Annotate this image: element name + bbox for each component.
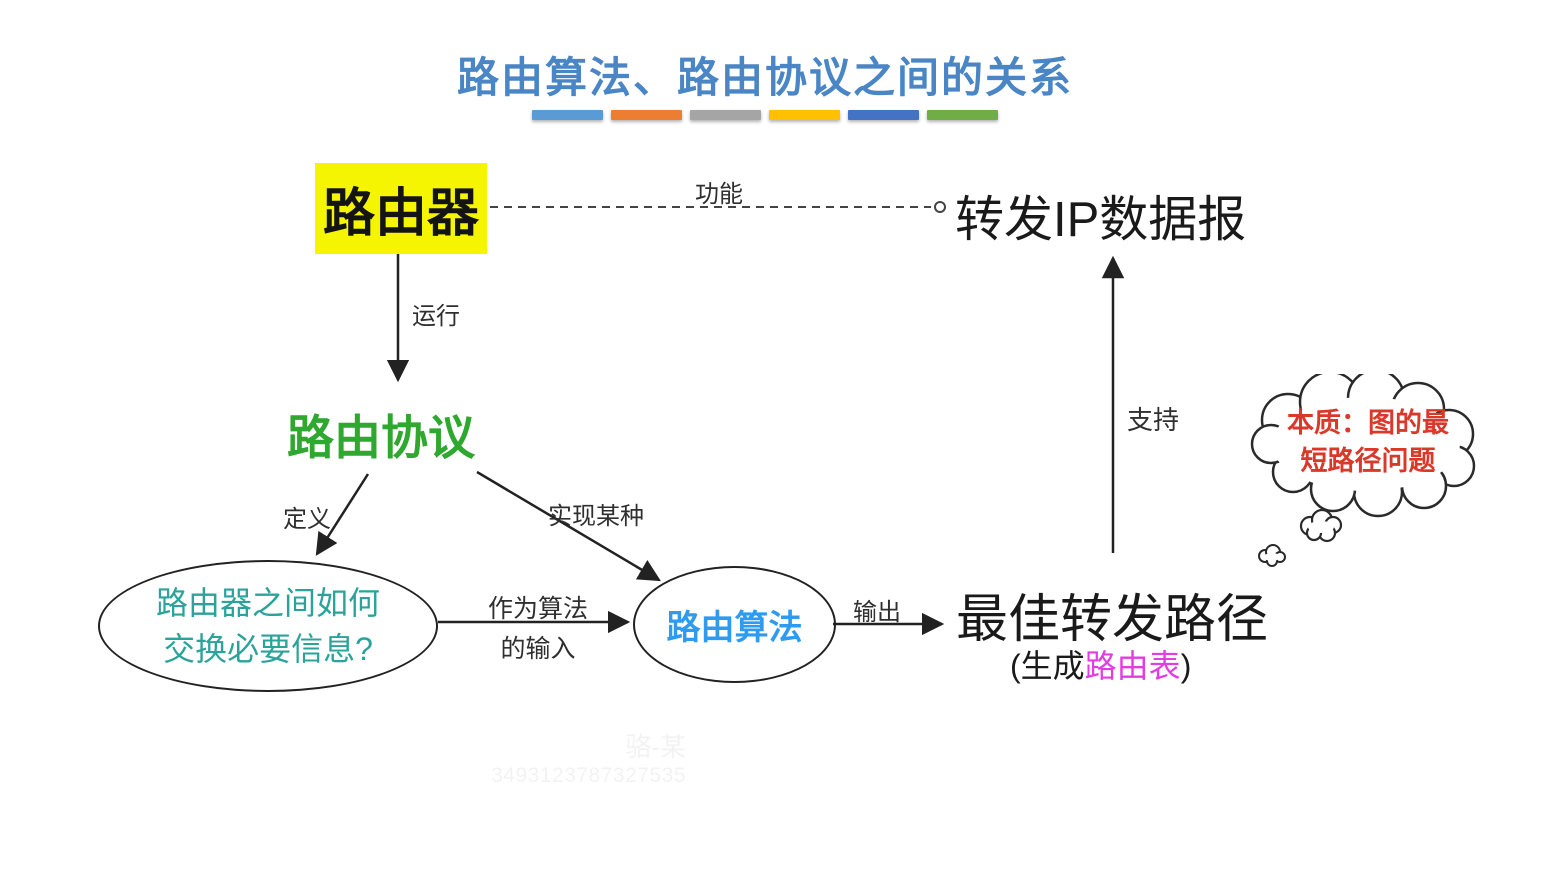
edge-function-label: 功能: [695, 181, 743, 208]
edge-run-label: 运行: [412, 303, 460, 330]
watermark: 骆-某 3493123787327535: [440, 732, 686, 788]
watermark-number: 3493123787327535: [491, 764, 686, 788]
best-path-node: 最佳转发路径: [956, 591, 1269, 649]
router-label: 路由器: [322, 185, 479, 243]
edge-implement-label: 实现某种: [548, 503, 644, 530]
edge-implement-arrow: [476, 470, 661, 582]
best-path-subtitle-suffix: ): [1180, 648, 1192, 684]
question-ellipse: 路由器之间如何 交换必要信息?: [98, 560, 438, 692]
routing-table-label: 路由表: [1084, 648, 1181, 684]
theme-bar-6: [927, 110, 998, 120]
routing-protocol-node: 路由协议: [287, 411, 475, 464]
watermark-name: 骆-某: [625, 732, 686, 762]
thought-cloud-line1: 本质：图的最: [1287, 408, 1449, 438]
edge-input-label: 作为算法 的输入: [468, 589, 608, 663]
theme-bar-3: [690, 110, 761, 120]
question-line-2: 交换必要信息?: [163, 631, 373, 667]
edge-input-label-line2: 的输入: [500, 635, 576, 663]
question-line-1: 路由器之间如何: [155, 585, 380, 621]
thought-cloud: [1250, 374, 1476, 567]
best-path-subtitle: (生成路由表): [1010, 641, 1191, 687]
theme-bar-2: [611, 110, 682, 120]
edge-output-label: 输出: [853, 599, 901, 626]
edge-function-end-dot: [934, 201, 946, 213]
best-path-subtitle-prefix: (生成: [1010, 648, 1085, 684]
thought-cloud-line2: 短路径问题: [1300, 446, 1436, 476]
edge-define-label: 定义: [283, 506, 331, 533]
edge-define-arrow: [315, 473, 370, 556]
edge-support-label: 支持: [1127, 405, 1180, 435]
theme-bar-5: [848, 110, 919, 120]
forward-ip-node: 转发IP数据报: [955, 193, 1247, 247]
routing-algorithm-ellipse: 路由算法: [633, 566, 836, 683]
edge-input-label-line1: 作为算法: [487, 595, 588, 623]
theme-bar-1: [532, 110, 603, 120]
theme-bars: [532, 110, 998, 120]
router-node: 路由器: [315, 163, 487, 254]
routing-algorithm-label: 路由算法: [666, 609, 803, 647]
theme-bar-4: [769, 110, 840, 120]
thought-cloud-text: 本质：图的最 短路径问题: [1280, 404, 1456, 480]
page-title: 路由算法、路由协议之间的关系: [456, 54, 1073, 101]
